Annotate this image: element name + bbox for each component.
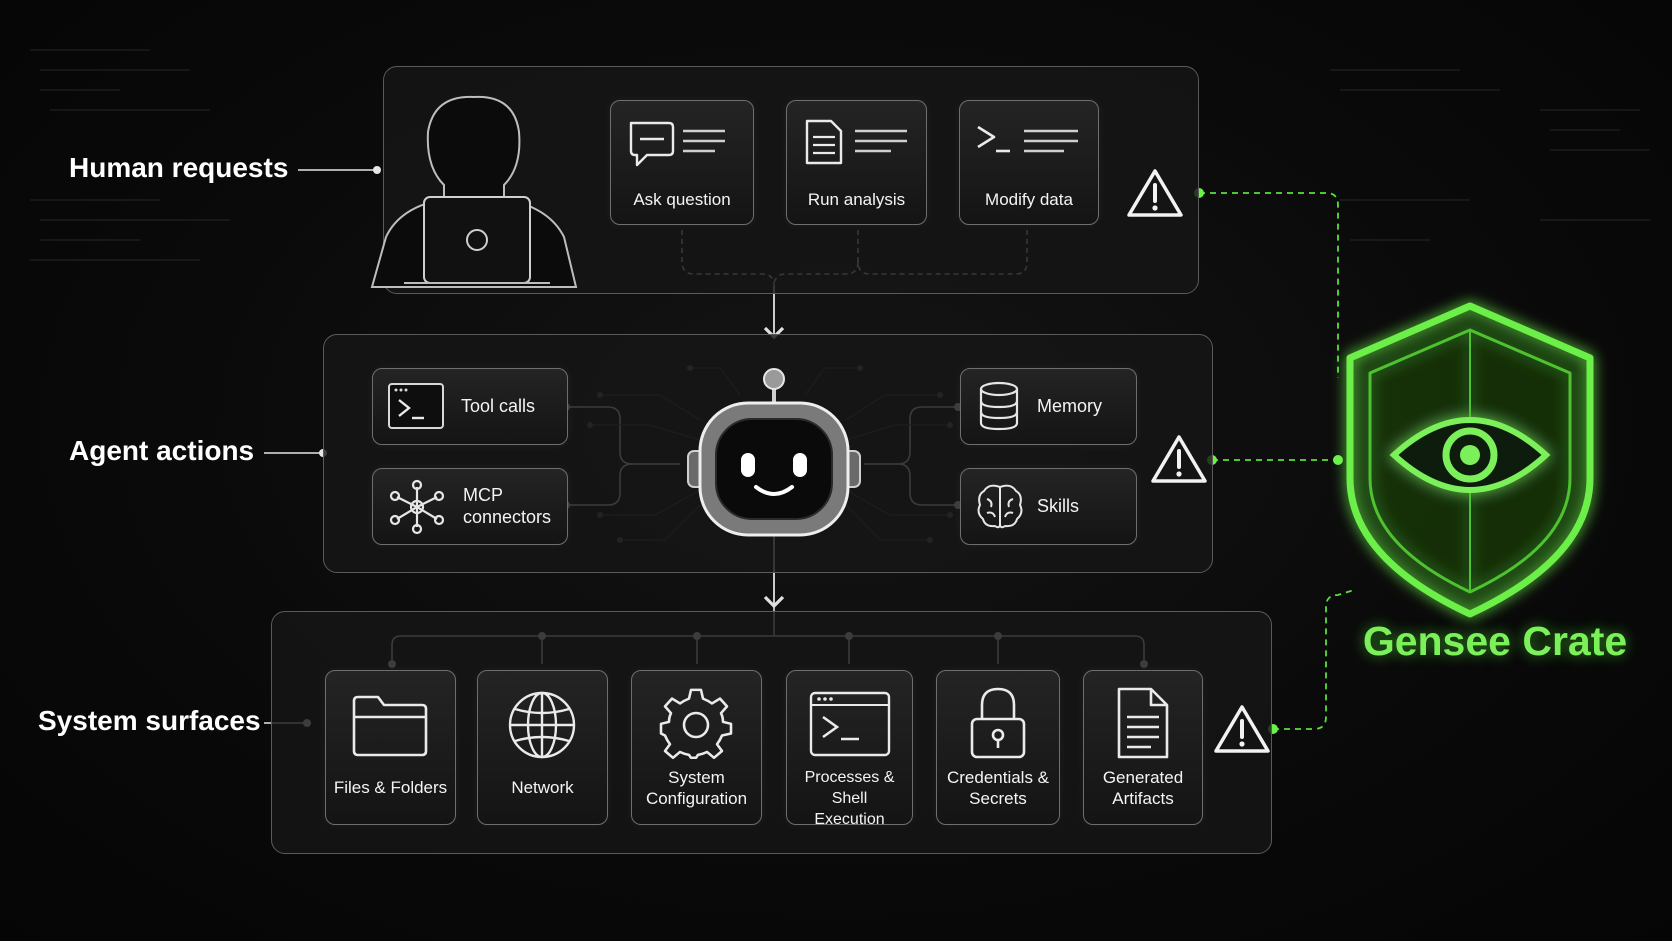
- system-configuration-label: System Configuration: [645, 768, 748, 808]
- files-folders-label: Files & Folders: [333, 778, 448, 797]
- brand-name: Gensee Crate: [1362, 618, 1628, 664]
- robot-icon: [687, 368, 861, 537]
- ask-question-card[interactable]: Ask question: [610, 100, 754, 225]
- shield-eye-icon: [1346, 302, 1594, 618]
- credentials-secrets-label: Credentials & Secrets: [946, 768, 1050, 808]
- network-label: Network: [511, 778, 574, 797]
- warning-triangle-icon: [1214, 705, 1270, 753]
- chat-bubble-icon: [629, 121, 725, 167]
- database-icon: [979, 381, 1019, 431]
- layer-label-human-requests: Human requests: [69, 152, 289, 183]
- user-at-laptop-icon: [370, 95, 578, 288]
- run-analysis-card[interactable]: Run analysis: [786, 100, 927, 225]
- gear-icon: [659, 688, 733, 760]
- system-configuration-card[interactable]: System Configuration: [631, 670, 762, 825]
- mcp-connectors-label: MCP connectors: [463, 485, 552, 527]
- terminal-window-icon: [809, 691, 891, 757]
- padlock-icon: [970, 687, 1026, 759]
- processes-shell-card[interactable]: Processes & Shell Execution: [786, 670, 913, 828]
- modify-data-label: Modify data: [985, 190, 1073, 209]
- memory-card[interactable]: Memory: [960, 368, 1137, 445]
- brain-icon: [977, 484, 1023, 529]
- mcp-connectors-card[interactable]: MCP connectors: [372, 468, 568, 545]
- credentials-secrets-card[interactable]: Credentials & Secrets: [936, 670, 1060, 825]
- system-surfaces-panel: Files & Folders Network System Configura…: [271, 611, 1272, 854]
- ask-question-label: Ask question: [633, 190, 731, 209]
- terminal-window-icon: [388, 383, 444, 429]
- generated-artifacts-label: Generated Artifacts: [1102, 768, 1184, 808]
- agent-actions-panel: Tool calls MCP connectors: [323, 334, 1213, 573]
- layer-label-agent-actions: Agent actions: [69, 435, 255, 466]
- folder-icon: [352, 695, 428, 757]
- layer-label-system-surfaces: System surfaces: [38, 705, 261, 736]
- terminal-prompt-icon: [977, 125, 1078, 153]
- skills-label: Skills: [1037, 496, 1080, 516]
- background-code-texture: [30, 49, 1650, 261]
- document-icon: [805, 119, 907, 165]
- document-icon: [1117, 687, 1169, 759]
- generated-artifacts-card[interactable]: Generated Artifacts: [1083, 670, 1203, 825]
- globe-icon: [508, 691, 576, 759]
- tool-calls-card[interactable]: Tool calls: [372, 368, 568, 445]
- modify-data-card[interactable]: Modify data: [959, 100, 1099, 225]
- skills-card[interactable]: Skills: [960, 468, 1137, 545]
- network-nodes-icon: [389, 479, 445, 535]
- human-requests-panel: Ask question Run analysis Modify data: [370, 66, 1199, 294]
- files-folders-card[interactable]: Files & Folders: [325, 670, 456, 825]
- warning-triangle-icon: [1151, 435, 1207, 483]
- memory-label: Memory: [1037, 396, 1103, 416]
- network-card[interactable]: Network: [477, 670, 608, 825]
- processes-shell-label: Processes & Shell Execution: [804, 769, 895, 828]
- warning-triangle-icon: [1127, 169, 1183, 217]
- tool-calls-label: Tool calls: [461, 396, 536, 416]
- run-analysis-label: Run analysis: [807, 190, 906, 209]
